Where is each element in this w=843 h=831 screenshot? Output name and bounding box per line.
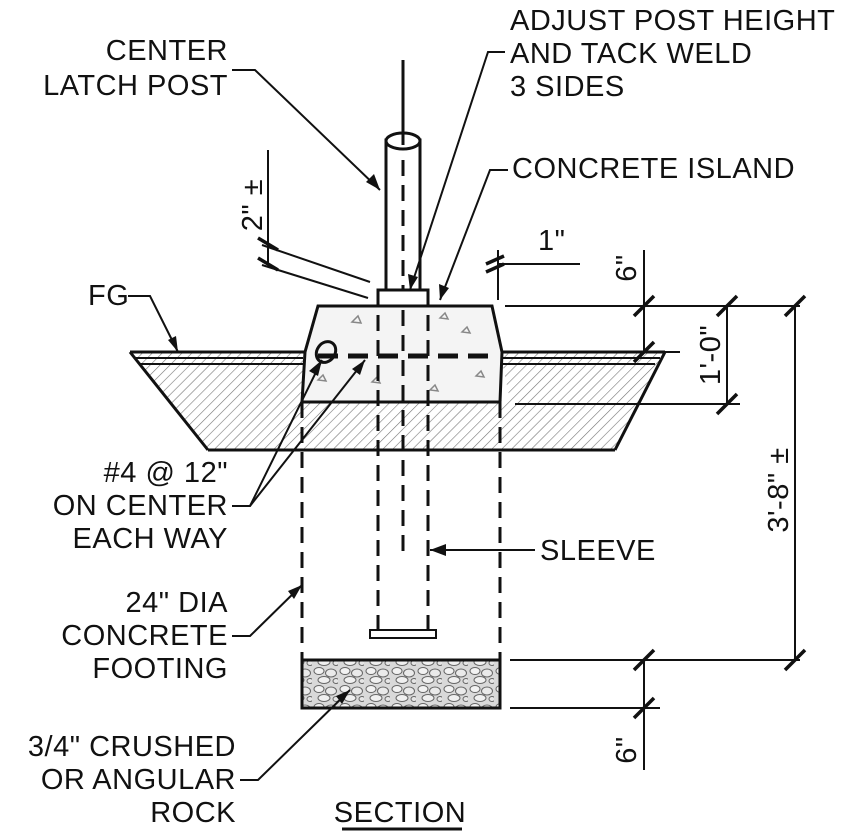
- label-rebar: #4 @ 12" ON CENTER EACH WAY: [53, 359, 366, 555]
- label-adjust-post: ADJUST POST HEIGHT AND TACK WELD 3 SIDES: [408, 5, 835, 291]
- label-rock: 3/4" CRUSHED OR ANGULAR ROCK: [28, 689, 351, 829]
- rebar-line1: #4 @ 12": [104, 457, 228, 489]
- dim-island-depth-text: 1'-0": [695, 325, 727, 385]
- footing-line1: 24" DIA: [126, 587, 229, 619]
- section-title: SECTION: [334, 797, 466, 831]
- dimension-total-depth: 3'-8" ±: [510, 294, 807, 709]
- label-footing: 24" DIA CONCRETE FOOTING: [61, 584, 303, 685]
- crushed-rock-base: [300, 658, 502, 710]
- adjust-post-line1: ADJUST POST HEIGHT: [510, 5, 835, 37]
- dimension-offset: 1": [485, 225, 580, 300]
- dimension-post-height: 2" ±: [237, 150, 371, 299]
- dim-rock-depth-text: 6": [611, 736, 643, 763]
- concrete-footing: [300, 402, 502, 660]
- dim-offset-text: 1": [538, 225, 565, 257]
- adjust-post-line3: 3 SIDES: [510, 71, 625, 103]
- label-concrete-island: CONCRETE ISLAND: [439, 153, 795, 301]
- dimension-island: 6" 1'-0": [505, 250, 800, 416]
- sleeve-text: SLEEVE: [540, 535, 656, 567]
- dimension-rock-depth: 6": [611, 648, 656, 770]
- rebar-line2: ON CENTER: [53, 490, 228, 522]
- center-latch-post-line1: CENTER: [106, 35, 228, 67]
- fg-text: FG: [88, 280, 129, 312]
- rebar-circle: [314, 340, 338, 364]
- rock-line3: ROCK: [150, 797, 236, 829]
- latch-post: [376, 60, 430, 705]
- adjust-post-line2: AND TACK WELD: [510, 38, 752, 70]
- center-latch-post-line2: LATCH POST: [43, 70, 228, 102]
- sleeve: [369, 290, 437, 640]
- label-sleeve: SLEEVE: [430, 535, 656, 567]
- label-fg: FG: [88, 280, 179, 353]
- rock-line1: 3/4" CRUSHED: [28, 731, 236, 763]
- footing-line3: FOOTING: [92, 653, 228, 685]
- dim-total-depth-text: 3'-8" ±: [763, 447, 795, 532]
- concrete-island-text: CONCRETE ISLAND: [512, 153, 795, 185]
- dim-post-height-text: 2" ±: [237, 179, 269, 231]
- rebar-line3: EACH WAY: [73, 523, 228, 555]
- label-center-latch-post: CENTER LATCH POST: [43, 35, 381, 191]
- dim-island-top-text: 6": [611, 254, 643, 281]
- rock-line2: OR ANGULAR: [41, 764, 236, 796]
- footing-line2: CONCRETE: [61, 620, 228, 652]
- section-title-text: SECTION: [334, 797, 466, 829]
